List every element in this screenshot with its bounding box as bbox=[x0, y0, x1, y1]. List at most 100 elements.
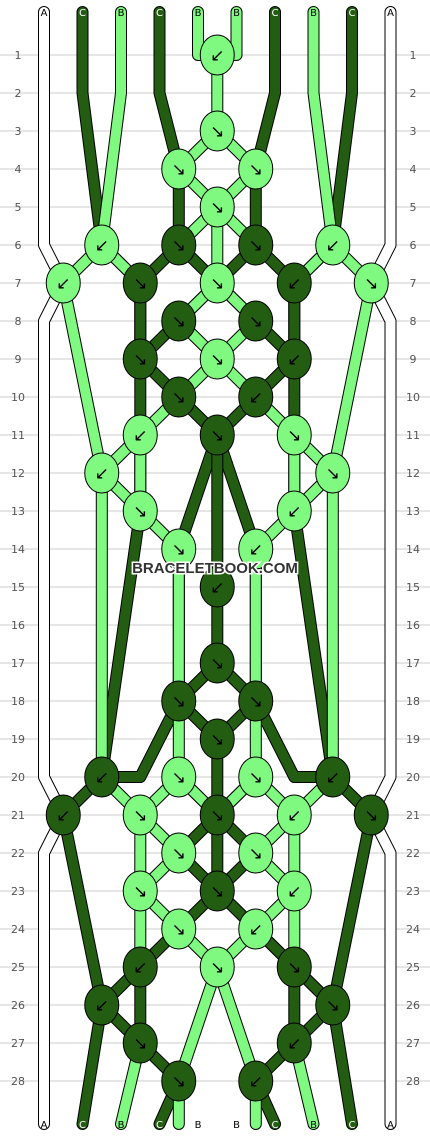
knot[interactable]: ↙ bbox=[199, 566, 235, 608]
row-number-left: 8 bbox=[15, 315, 22, 328]
knot[interactable]: ↘ bbox=[353, 262, 389, 304]
knot-arrow-icon: ↘ bbox=[133, 502, 147, 522]
thread-light-green bbox=[250, 7, 377, 972]
knot-body bbox=[199, 642, 235, 684]
knot[interactable]: ↙ bbox=[315, 224, 351, 266]
row-number-left: 9 bbox=[15, 353, 22, 366]
knot[interactable]: ↘ bbox=[315, 452, 351, 494]
knot[interactable]: ↘ bbox=[199, 186, 235, 228]
knot[interactable]: ↙ bbox=[45, 794, 81, 836]
knot[interactable]: ↙ bbox=[84, 756, 120, 798]
knot[interactable]: ↙ bbox=[238, 1060, 274, 1102]
knot[interactable]: ↙ bbox=[238, 376, 274, 418]
knot[interactable]: ↙ bbox=[84, 224, 120, 266]
knot-body bbox=[276, 794, 312, 836]
knot[interactable]: ↙ bbox=[122, 414, 158, 456]
knot[interactable]: ↘ bbox=[238, 224, 274, 266]
knot-body bbox=[238, 1060, 274, 1102]
knot[interactable]: ↘ bbox=[161, 908, 197, 950]
knot[interactable]: ↘ bbox=[276, 946, 312, 988]
knot[interactable]: ↘ bbox=[122, 794, 158, 836]
strand-letter-top: B bbox=[310, 8, 317, 19]
knot[interactable]: ↘ bbox=[161, 528, 197, 570]
knot-arrow-icon: ↘ bbox=[172, 312, 186, 332]
knot-body bbox=[238, 832, 274, 874]
knot[interactable]: ↙ bbox=[45, 262, 81, 304]
knot[interactable]: ↙ bbox=[276, 794, 312, 836]
strand-letter-bottom: C bbox=[349, 1120, 356, 1131]
row-number-right: 19 bbox=[406, 733, 420, 746]
knot[interactable]: ↙ bbox=[238, 908, 274, 950]
knot[interactable]: ↘ bbox=[238, 832, 274, 874]
knot[interactable]: ↘ bbox=[238, 300, 274, 342]
knot[interactable]: ↘ bbox=[353, 794, 389, 836]
knot[interactable]: ↘ bbox=[199, 642, 235, 684]
knot[interactable]: ↘ bbox=[122, 1022, 158, 1064]
knot[interactable]: ↘ bbox=[199, 338, 235, 380]
knot-body bbox=[45, 262, 81, 304]
knot[interactable]: ↘ bbox=[199, 262, 235, 304]
knot[interactable]: ↘ bbox=[199, 794, 235, 836]
row-number-right: 2 bbox=[410, 87, 417, 100]
knot[interactable]: ↘ bbox=[199, 946, 235, 988]
knot[interactable]: ↙ bbox=[276, 870, 312, 912]
row-number-right: 23 bbox=[406, 885, 420, 898]
knot[interactable]: ↙ bbox=[276, 1022, 312, 1064]
strand-letter-bottom: B bbox=[118, 1120, 125, 1131]
knot[interactable]: ↙ bbox=[84, 452, 120, 494]
knot[interactable]: ↘ bbox=[238, 148, 274, 190]
knot-body bbox=[84, 452, 120, 494]
knot[interactable]: ↘ bbox=[199, 414, 235, 456]
knot[interactable]: ↘ bbox=[161, 224, 197, 266]
knot-arrow-icon: ↙ bbox=[56, 274, 70, 294]
knot[interactable]: ↘ bbox=[238, 756, 274, 798]
knot[interactable]: ↘ bbox=[199, 870, 235, 912]
knot-body bbox=[199, 34, 235, 76]
knot-arrow-icon: ↘ bbox=[172, 692, 186, 712]
knot[interactable]: ↘ bbox=[122, 870, 158, 912]
knot[interactable]: ↙ bbox=[315, 756, 351, 798]
knot[interactable]: ↙ bbox=[238, 528, 274, 570]
knot-body bbox=[276, 338, 312, 380]
knot-body bbox=[122, 946, 158, 988]
knot[interactable]: ↙ bbox=[122, 946, 158, 988]
knot[interactable]: ↙ bbox=[276, 338, 312, 380]
knot-body bbox=[161, 148, 197, 190]
knot[interactable]: ↘ bbox=[276, 414, 312, 456]
row-number-right: 3 bbox=[410, 125, 417, 138]
knot-body bbox=[122, 338, 158, 380]
row-number-left: 2 bbox=[15, 87, 22, 100]
knot-body bbox=[45, 794, 81, 836]
knot[interactable]: ↘ bbox=[199, 718, 235, 760]
knot[interactable]: ↘ bbox=[315, 984, 351, 1026]
knot[interactable]: ↙ bbox=[199, 34, 235, 76]
knot-body bbox=[122, 794, 158, 836]
knot[interactable]: ↘ bbox=[161, 148, 197, 190]
knot[interactable]: ↘ bbox=[161, 832, 197, 874]
knot[interactable]: ↘ bbox=[122, 490, 158, 532]
knot[interactable]: ↘ bbox=[161, 680, 197, 722]
knot[interactable]: ↘ bbox=[161, 376, 197, 418]
knot[interactable]: ↙ bbox=[276, 490, 312, 532]
knot[interactable]: ↙ bbox=[276, 262, 312, 304]
knot-body bbox=[276, 1022, 312, 1064]
knot[interactable]: ↘ bbox=[199, 110, 235, 152]
knot-body bbox=[315, 756, 351, 798]
knot[interactable]: ↘ bbox=[122, 338, 158, 380]
row-number-right: 26 bbox=[406, 999, 420, 1012]
knot-body bbox=[238, 908, 274, 950]
knot[interactable]: ↙ bbox=[84, 984, 120, 1026]
knot[interactable]: ↘ bbox=[161, 1060, 197, 1102]
knot-arrow-icon: ↘ bbox=[172, 844, 186, 864]
knot[interactable]: ↘ bbox=[161, 300, 197, 342]
knot-body bbox=[161, 756, 197, 798]
knot[interactable]: ↘ bbox=[122, 262, 158, 304]
knot-arrow-icon: ↘ bbox=[133, 274, 147, 294]
row-number-right: 5 bbox=[410, 201, 417, 214]
knot[interactable]: ↘ bbox=[238, 680, 274, 722]
knot-arrow-icon: ↘ bbox=[210, 198, 224, 218]
knot[interactable]: ↘ bbox=[161, 756, 197, 798]
row-number-left: 4 bbox=[15, 163, 22, 176]
row-number-right: 13 bbox=[406, 505, 420, 518]
row-number-right: 16 bbox=[406, 619, 420, 632]
